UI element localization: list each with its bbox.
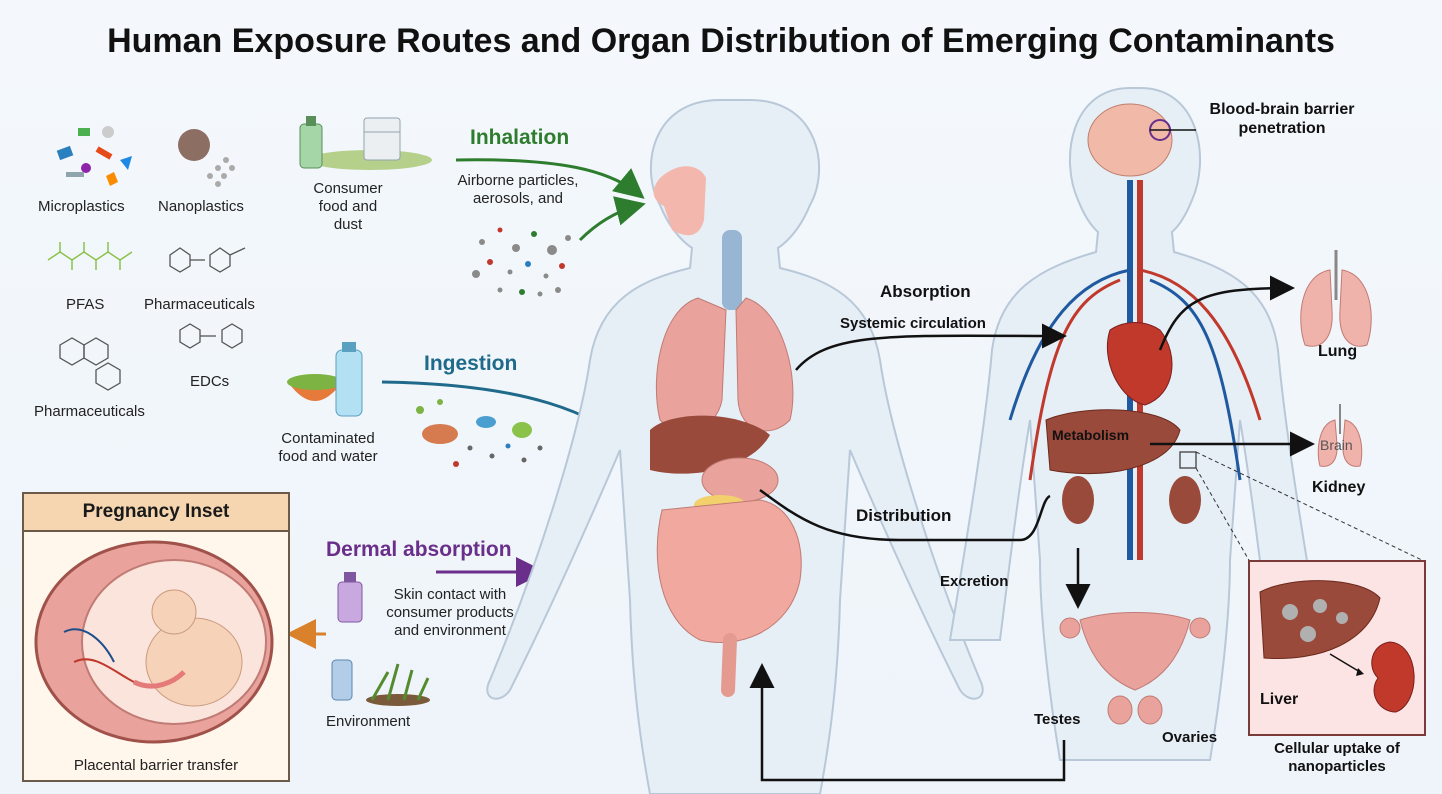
- pregnancy-inset-heading: Pregnancy Inset: [24, 494, 288, 532]
- label-environment: Environment: [326, 712, 410, 731]
- label-food-water: Contaminated food and water: [262, 430, 394, 466]
- nanoplastics-icon: [178, 129, 235, 187]
- label-pharmaceuticals-2: Pharmaceuticals: [34, 402, 145, 421]
- cellular-uptake-inset: Liver: [1248, 560, 1426, 736]
- pharmaceutical-structure-icon: [170, 248, 245, 272]
- label-consumer-sources: Consumer food and dust: [298, 180, 398, 234]
- label-testes: Testes: [1034, 710, 1080, 729]
- pharmaceutical-structure-icon-2: [60, 338, 120, 390]
- environment-icon: [332, 660, 430, 706]
- pregnancy-caption: Placental barrier transfer: [24, 756, 288, 775]
- inhalation-arrow-2: [580, 205, 640, 240]
- label-absorption: Absorption: [880, 282, 971, 301]
- consumer-products-icon: [300, 116, 432, 170]
- label-lung: Lung: [1318, 342, 1357, 361]
- pfas-structure-icon: [48, 242, 132, 270]
- label-metabolism: Metabolism: [1052, 426, 1129, 445]
- route-dermal: Dermal absorption: [326, 538, 512, 562]
- label-pharmaceuticals-1: Pharmaceuticals: [144, 295, 255, 314]
- label-systemic-circulation: Systemic circulation: [840, 314, 986, 333]
- label-brain: Brain: [1320, 436, 1353, 455]
- dermal-description: Skin contact with consumer products and …: [376, 586, 524, 640]
- label-distribution: Distribution: [856, 506, 951, 525]
- label-pfas: PFAS: [66, 295, 104, 314]
- label-ovaries: Ovaries: [1162, 728, 1217, 747]
- label-microplastics: Microplastics: [38, 197, 125, 216]
- label-liver: Liver: [1260, 690, 1298, 709]
- airborne-particles-icon: [472, 228, 571, 297]
- label-kidney: Kidney: [1312, 478, 1365, 497]
- uterus-fetus-illustration: [24, 532, 288, 748]
- food-and-water-icon: [287, 342, 362, 416]
- ingested-particles-icon: [416, 399, 543, 467]
- label-bbb: Blood-brain barrier penetration: [1202, 100, 1362, 138]
- label-nanoplastics: Nanoplastics: [158, 197, 244, 216]
- inhalation-description: Airborne particles, aerosols, and: [448, 172, 588, 208]
- route-inhalation: Inhalation: [470, 126, 569, 150]
- pregnancy-inset: Pregnancy Inset Placental barrier transf…: [22, 492, 290, 782]
- route-ingestion: Ingestion: [424, 352, 517, 376]
- edc-structure-icon: [180, 324, 242, 348]
- lotion-bottle-icon: [338, 572, 362, 622]
- label-edcs: EDCs: [190, 372, 229, 391]
- microplastics-icon: [57, 126, 132, 186]
- label-cellular-uptake: Cellular uptake of nanoparticles: [1248, 740, 1426, 776]
- label-excretion: Excretion: [940, 572, 1008, 591]
- lung-thumbnail: [1301, 250, 1371, 346]
